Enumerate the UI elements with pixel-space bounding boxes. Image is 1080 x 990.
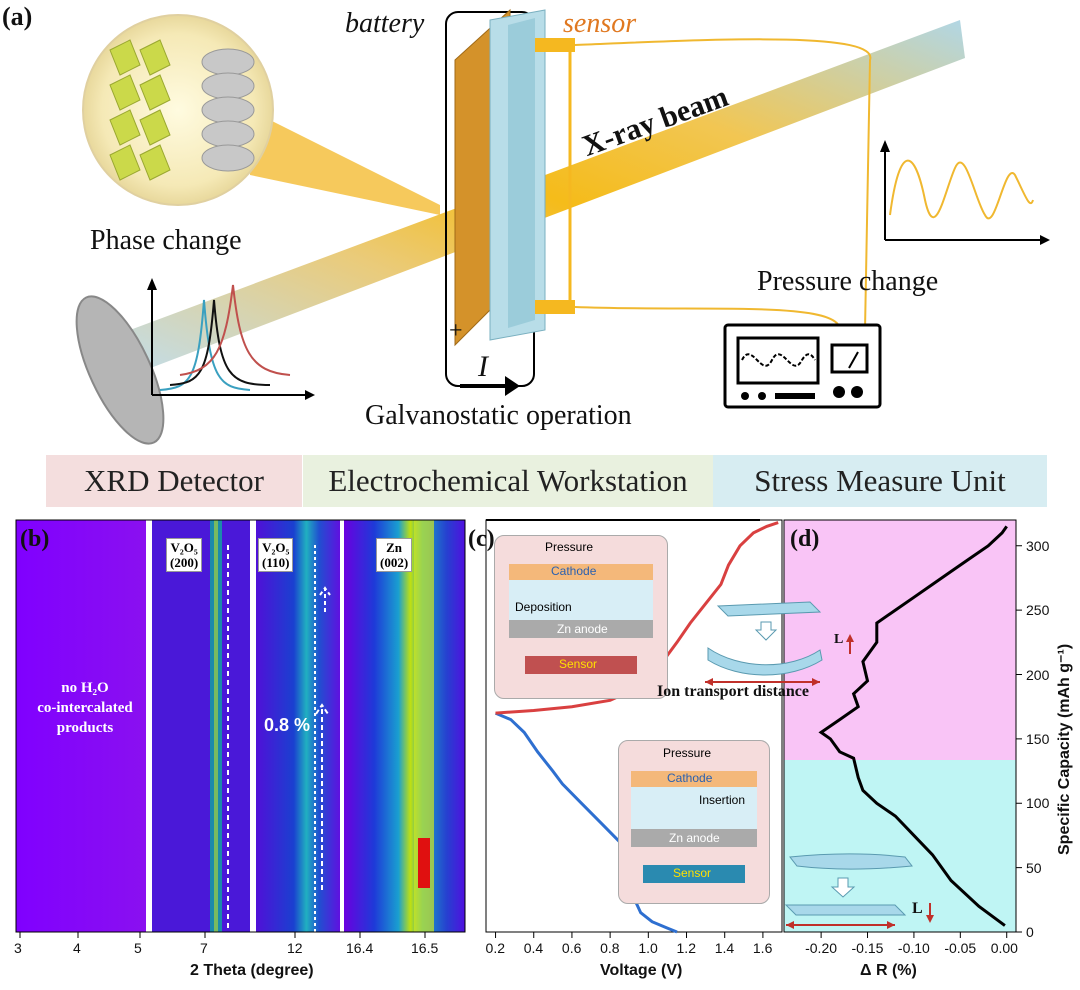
xtick-b: 3 xyxy=(14,940,22,956)
panel-c-tick-label: 1.6 xyxy=(752,940,773,956)
panel-b-xlabel: 2 Theta (degree) xyxy=(190,962,314,979)
resistance-curve xyxy=(818,525,1008,927)
panel-c-tick-label: 0.8 xyxy=(600,940,620,956)
xtick-b: 4 xyxy=(73,940,81,956)
battery-label: battery xyxy=(345,8,425,39)
sensor-wire xyxy=(574,38,872,331)
bubble-beam-cone xyxy=(250,110,440,215)
panel-b-label: (b) xyxy=(20,526,50,552)
panel-d-tick-label: 0.00 xyxy=(990,940,1018,956)
panel-d-ytick-label: 150 xyxy=(1026,730,1050,747)
ion-transport-label: Ion transport distance xyxy=(657,683,810,700)
panel-d-ytick-label: 0 xyxy=(1026,924,1034,940)
panel-d-top-region xyxy=(784,520,1016,760)
panel-d-xlabel: Δ R (%) xyxy=(860,962,917,979)
panel-c-tick-label: 0.6 xyxy=(561,940,582,956)
inset2-insertion: Insertion xyxy=(699,793,746,807)
panel-d-ytick-label: 250 xyxy=(1026,602,1050,619)
panel-c-label: (c) xyxy=(468,526,495,552)
inset2-pressure: Pressure xyxy=(663,746,712,760)
plate-deform-icon-bottom xyxy=(784,853,934,929)
band-electrochemical-workstation: Electrochemical Workstation xyxy=(303,455,713,507)
panel-d-x-ticks xyxy=(820,932,1008,938)
xtick-b: 16.5 xyxy=(411,940,439,956)
sensor-label: sensor xyxy=(563,8,637,39)
heatmap-section-2 xyxy=(152,520,250,932)
panel-c-series xyxy=(494,521,779,934)
panel-d-tick-label: -0.15 xyxy=(851,940,884,956)
panel-c-tick-label: 1.0 xyxy=(638,940,658,956)
panel-d-tick-label: -0.10 xyxy=(897,940,930,956)
discharge-curve xyxy=(494,711,678,934)
inset1-cathode: Cathode xyxy=(551,564,597,578)
panel-c-tick-label: 1.4 xyxy=(714,940,735,956)
inset2-sensor: Sensor xyxy=(673,866,712,880)
panel-c-xlabel: Voltage (V) xyxy=(600,962,683,979)
panel-d-ylabel: Specific Capacity (mAh g⁻¹) xyxy=(1056,643,1073,855)
panel-d-ytick-label: 50 xyxy=(1026,859,1042,876)
panel-c-tick-label: 1.2 xyxy=(676,940,696,956)
xtick-b: 12 xyxy=(287,940,303,956)
stress-measure-device-icon xyxy=(723,323,882,409)
xrd-mini-plot xyxy=(147,278,315,400)
panel-a-label: (a) xyxy=(2,2,33,31)
inset1-anode: Zn anode xyxy=(557,622,608,636)
sensor-clamp-bottom xyxy=(535,300,575,314)
l-down-label: L xyxy=(912,900,923,917)
deposition-inset: Pressure Cathode Deposition Zn anode Sen… xyxy=(494,535,668,699)
plus-terminal: + xyxy=(449,318,463,344)
shift-label: 0.8 % xyxy=(264,715,311,735)
panel-c-tick-label: 0.2 xyxy=(485,940,506,956)
charge-curve xyxy=(495,521,779,715)
phase-change-label: Phase change xyxy=(90,225,242,256)
panel-d-series xyxy=(818,525,1008,927)
ion-stack-icon xyxy=(201,48,255,172)
panel-d-label: (d) xyxy=(790,526,820,552)
inset1-pressure: Pressure xyxy=(545,540,594,554)
panel-d-tick-label: -0.20 xyxy=(805,940,838,956)
sensor-clamp-top xyxy=(535,38,575,52)
band-xrd-detector: XRD Detector xyxy=(46,455,302,507)
plate-deform-icon-top xyxy=(705,601,854,686)
insertion-inset: Pressure Cathode Insertion Zn anode Sens… xyxy=(618,740,770,904)
heatmap-section-1 xyxy=(16,520,146,932)
pressure-change-label: Pressure change xyxy=(757,266,939,297)
panel-d-y-ticks xyxy=(1016,545,1022,933)
peak-box-v2o5-110: V₂O₅(110) xyxy=(258,538,294,572)
panel-d-tick-label: -0.05 xyxy=(944,940,977,956)
peak-box-zn-002: Zn(002) xyxy=(376,538,413,572)
current-arrow xyxy=(460,376,520,396)
panel-d-ytick-label: 100 xyxy=(1026,795,1050,812)
heatmap-section-4 xyxy=(344,520,465,932)
peak-box-v2o5-200: V₂O₅(200) xyxy=(166,538,203,572)
panel-c-tick-label: 0.4 xyxy=(523,940,544,956)
inset2-anode: Zn anode xyxy=(669,831,720,845)
xrd-detector-disk xyxy=(75,295,165,445)
panel-d-ytick-label: 200 xyxy=(1026,666,1050,683)
xray-beam xyxy=(130,20,965,372)
l-up-label: L xyxy=(834,632,844,647)
xtick-b: 5 xyxy=(134,940,142,956)
band-stress-measure-unit: Stress Measure Unit xyxy=(713,455,1047,507)
current-label: I xyxy=(478,350,488,383)
galvanostatic-label: Galvanostatic operation xyxy=(365,400,632,431)
pressure-mini-plot xyxy=(880,140,1050,245)
inset2-cathode: Cathode xyxy=(667,771,713,785)
xtick-b: 16.4 xyxy=(346,940,374,956)
inset1-sensor: Sensor xyxy=(559,657,598,671)
panel-d-ytick-label: 300 xyxy=(1026,537,1050,554)
inset1-deposition: Deposition xyxy=(515,600,572,614)
xtick-b: 7 xyxy=(200,940,208,956)
panel-c-x-ticks xyxy=(495,932,764,938)
crystal-structure-icon xyxy=(109,39,171,181)
